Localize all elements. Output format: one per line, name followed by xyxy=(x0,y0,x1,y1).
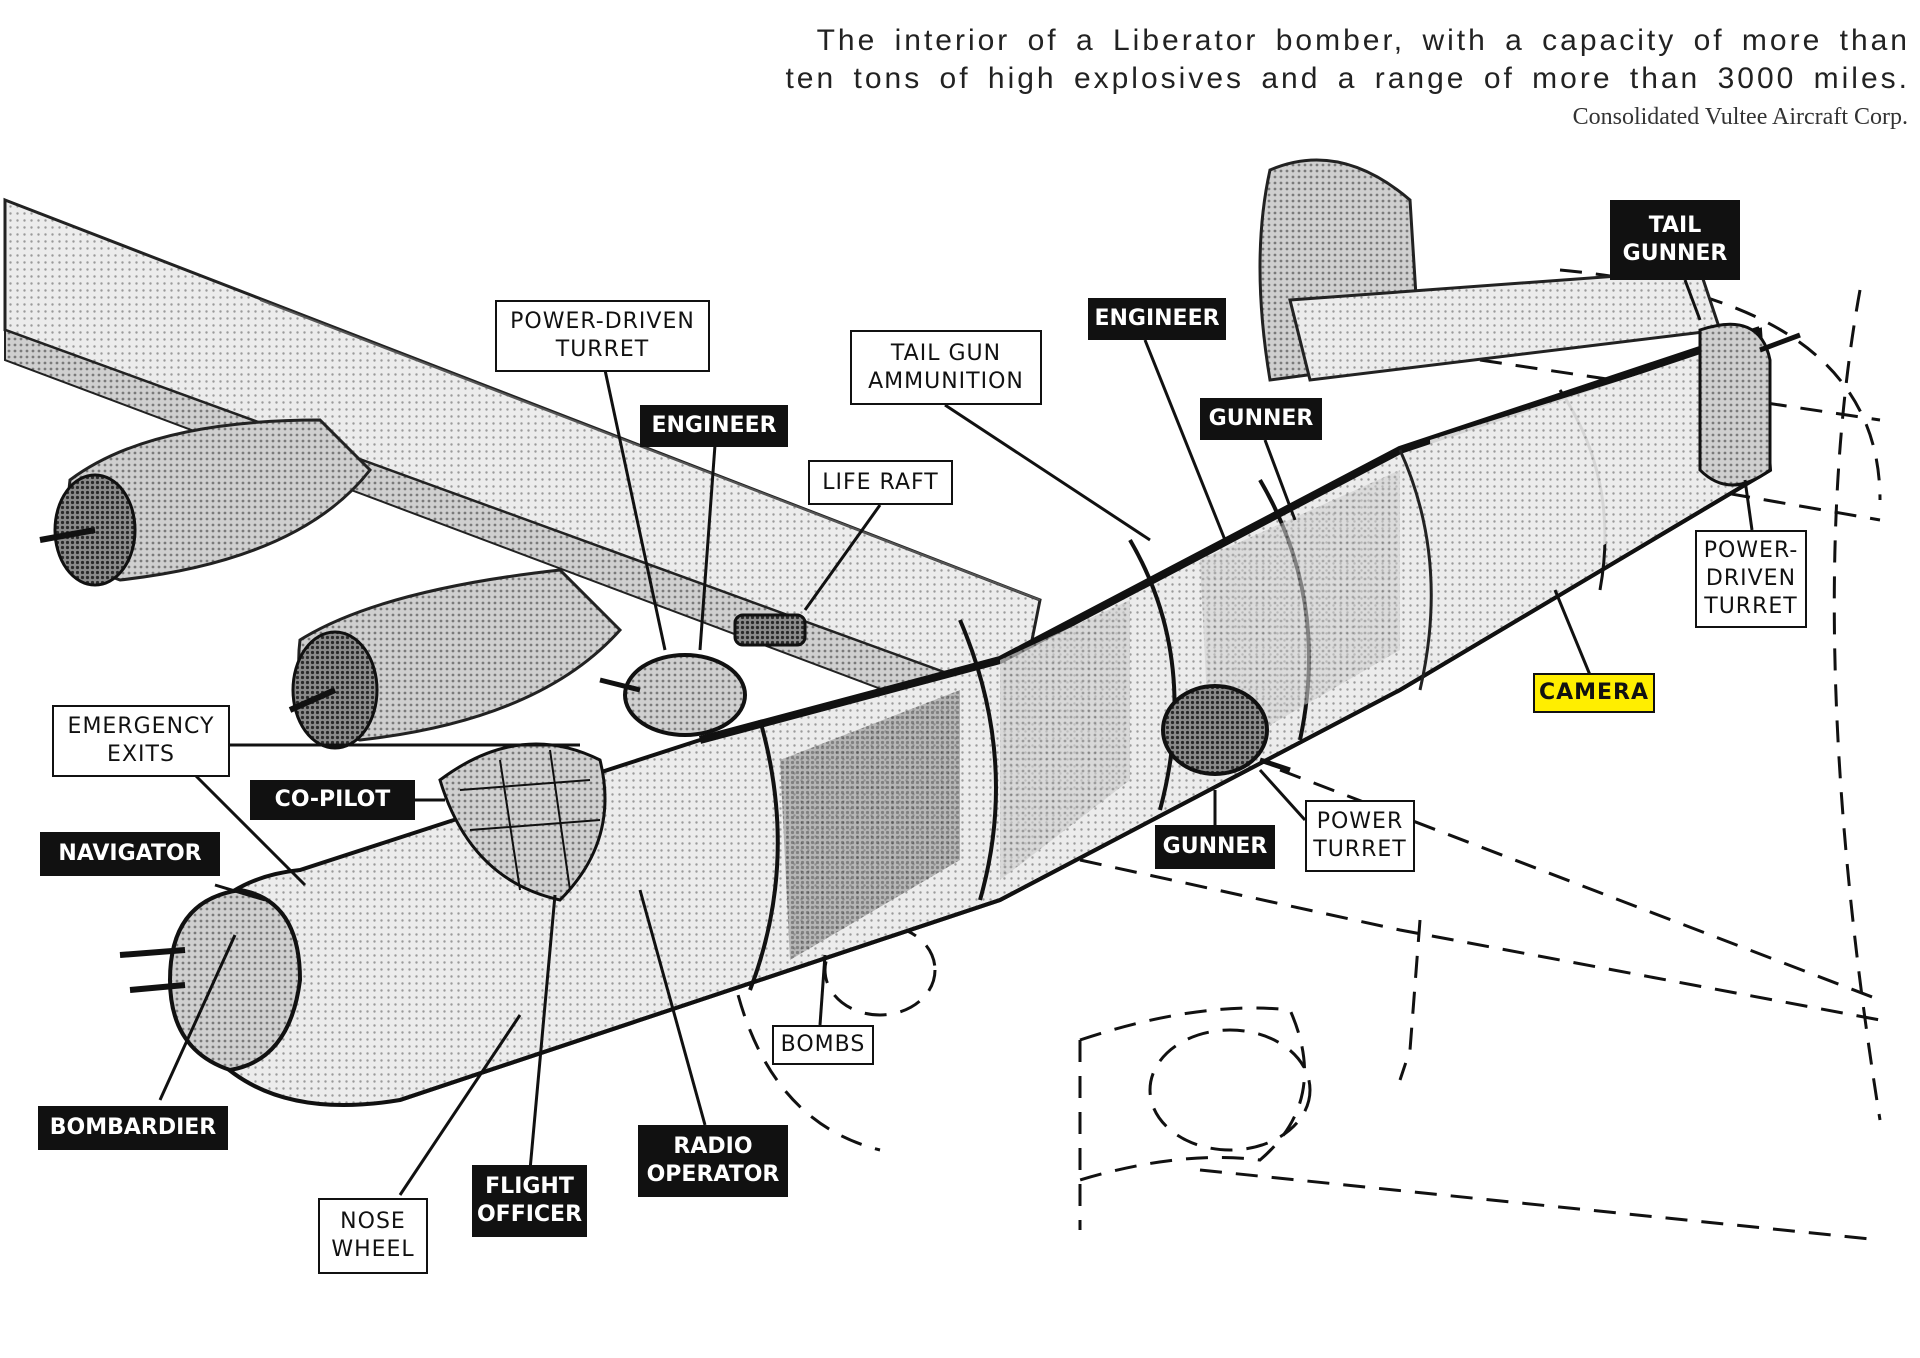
tail-assembly xyxy=(1258,158,1723,382)
caption-line-2: ten tons of high explosives and a range … xyxy=(785,62,1910,95)
label-power-driven-turret-tail: POWER- DRIVEN TURRET xyxy=(1695,530,1807,628)
label-tail-gunner: TAIL GUNNER xyxy=(1610,200,1740,280)
label-flight-officer: FLIGHT OFFICER xyxy=(472,1165,587,1237)
caption: The interior of a Liberator bomber, with… xyxy=(650,22,1910,98)
credit-line: Consolidated Vultee Aircraft Corp. xyxy=(1572,104,1908,130)
label-power-driven-turret-top: POWER-DRIVEN TURRET xyxy=(495,300,710,372)
label-engineer-front: ENGINEER xyxy=(640,405,788,447)
tail-turret xyxy=(1698,322,1801,487)
label-emergency-exits: EMERGENCY EXITS xyxy=(52,705,230,777)
label-bombs: BOMBS xyxy=(772,1025,874,1065)
phantom-right-wing xyxy=(728,268,1882,1242)
outer-engine xyxy=(39,418,372,587)
belly-turret xyxy=(1161,684,1291,776)
fuselage xyxy=(167,326,1773,1107)
caption-line-1: The interior of a Liberator bomber, with… xyxy=(816,24,1910,57)
label-engineer-rear: ENGINEER xyxy=(1088,298,1226,340)
nose-turret xyxy=(119,887,303,1073)
label-power-turret: POWER TURRET xyxy=(1305,800,1415,872)
label-co-pilot: CO-PILOT xyxy=(250,780,415,820)
top-turret xyxy=(599,613,807,737)
label-gunner-waist: GUNNER xyxy=(1200,398,1322,440)
label-gunner-belly: GUNNER xyxy=(1155,825,1275,869)
label-life-raft: LIFE RAFT xyxy=(808,460,953,505)
label-radio-operator: RADIO OPERATOR xyxy=(638,1125,788,1197)
label-navigator: NAVIGATOR xyxy=(40,832,220,876)
inner-engine xyxy=(288,568,623,750)
leader-lines xyxy=(158,279,1754,1196)
label-tail-gun-ammunition: TAIL GUN AMMUNITION xyxy=(850,330,1042,405)
label-bombardier: BOMBARDIER xyxy=(38,1106,228,1150)
label-camera: CAMERA xyxy=(1533,673,1655,713)
label-nose-wheel: NOSE WHEEL xyxy=(318,1198,428,1274)
